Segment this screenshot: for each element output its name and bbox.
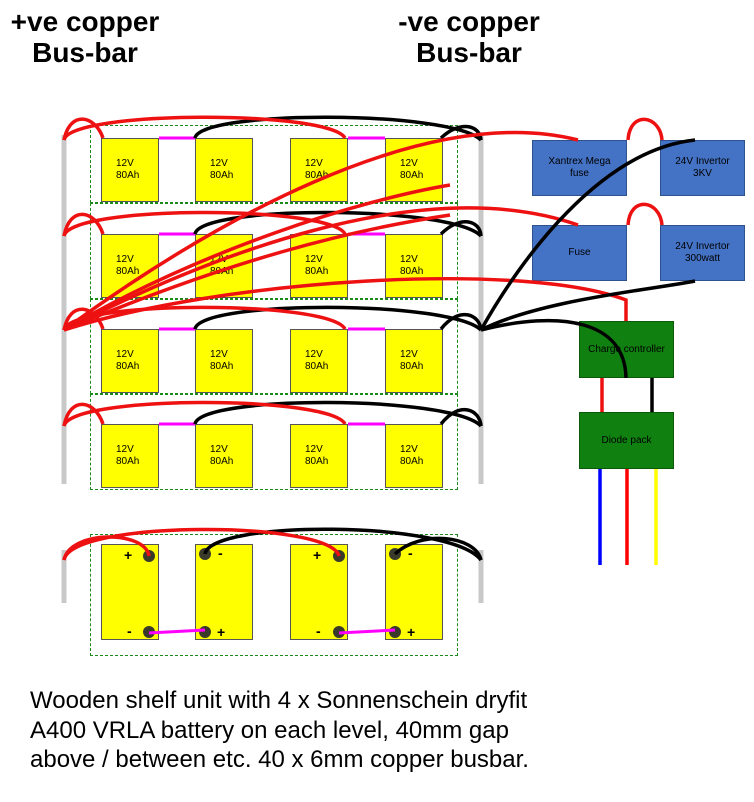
battery-voltage: 12V	[210, 349, 228, 360]
negative-arcs	[193, 115, 483, 562]
mega-fuse-label: Xantrex Mega fuse	[548, 156, 611, 179]
battery-voltage: 12V	[116, 254, 134, 265]
positive-busbar-heading-line1: +ve copper	[10, 6, 160, 37]
battery-voltage: 12V	[116, 444, 134, 455]
inverter-3kv-label-line2: 3KV	[693, 168, 712, 179]
plus-sign: +	[124, 547, 133, 563]
battery-capacity: 80Ah	[400, 456, 424, 467]
battery-capacity: 80Ah	[210, 170, 234, 181]
battery-capacity: 80Ah	[116, 361, 140, 372]
minus-sign: -	[408, 545, 413, 561]
minus-sign: -	[127, 623, 132, 639]
caption-line3: above / between etc. 40 x 6mm copper bus…	[30, 746, 529, 774]
positive-busbar-heading: +ve copper Bus-bar	[0, 6, 170, 69]
shelf-level-3	[90, 299, 458, 394]
plus-sign: +	[313, 547, 322, 563]
diode-pack-box: Diode pack	[579, 412, 674, 469]
negative-busbar-heading-line1: -ve copper	[398, 6, 540, 37]
battery-capacity: 80Ah	[116, 170, 140, 181]
minus-sign: -	[218, 545, 223, 561]
inverter-3kv-label-line1: 24V Invertor	[675, 156, 730, 167]
battery-voltage: 12V	[400, 254, 418, 265]
battery-voltage: 12V	[400, 349, 418, 360]
detail-battery	[385, 544, 443, 640]
negative-feeds	[479, 138, 696, 412]
battery-capacity: 80Ah	[400, 266, 424, 277]
battery-voltage: 12V	[400, 444, 418, 455]
positive-busbar-heading-line2: Bus-bar	[32, 37, 138, 69]
shelf-level-1	[90, 125, 458, 203]
inverter-300w-label-line2: 300watt	[684, 253, 721, 264]
battery-capacity: 80Ah	[305, 266, 329, 277]
diode-pack-label: Diode pack	[601, 435, 652, 446]
battery-voltage: 12V	[116, 349, 134, 360]
plus-sign: +	[217, 624, 226, 640]
battery-capacity: 80Ah	[305, 456, 329, 467]
battery-voltage: 12V	[305, 158, 323, 169]
detail-battery	[195, 544, 253, 640]
battery-voltage: 12V	[305, 254, 323, 265]
shelf-level-4	[90, 394, 458, 490]
battery-capacity: 80Ah	[400, 361, 424, 372]
caption-line2: A400 VRLA battery on each level, 40mm ga…	[30, 716, 509, 744]
battery-capacity: 80Ah	[210, 456, 234, 467]
battery-voltage: 12V	[305, 444, 323, 455]
battery-capacity: 80Ah	[116, 456, 140, 467]
inverter-300w-box: 24V Invertor 300watt	[660, 225, 745, 281]
battery-voltage: 12V	[210, 444, 228, 455]
battery-capacity: 80Ah	[305, 361, 329, 372]
minus-sign: -	[316, 623, 321, 639]
battery-capacity: 80Ah	[400, 170, 424, 181]
charge-controller-label: Charge controller	[588, 344, 665, 355]
battery-voltage: 12V	[400, 158, 418, 169]
negative-busbar-heading-line2: Bus-bar	[416, 37, 522, 69]
battery-voltage: 12V	[305, 349, 323, 360]
positive-arcs	[62, 115, 347, 561]
battery-capacity: 80Ah	[305, 170, 329, 181]
negative-busbar-heading: -ve copper Bus-bar	[384, 6, 554, 69]
battery-capacity: 80Ah	[210, 361, 234, 372]
shelf-level-2	[90, 203, 458, 299]
inverter-300w-label-line1: 24V Invertor	[675, 241, 730, 252]
fuse-label: Fuse	[568, 247, 591, 258]
battery-voltage: 12V	[210, 158, 228, 169]
caption-line1: Wooden shelf unit with 4 x Sonnenschein …	[30, 687, 528, 714]
mega-fuse-box: Xantrex Mega fuse	[532, 140, 627, 196]
positive-feeds	[62, 117, 664, 412]
plus-sign: +	[407, 624, 416, 640]
battery-capacity: 80Ah	[116, 266, 140, 277]
inverter-3kv-box: 24V Invertor 3KV	[660, 140, 745, 196]
battery-voltage: 12V	[116, 158, 134, 169]
caption: Wooden shelf unit with 4 x Sonnenschein …	[30, 686, 529, 775]
